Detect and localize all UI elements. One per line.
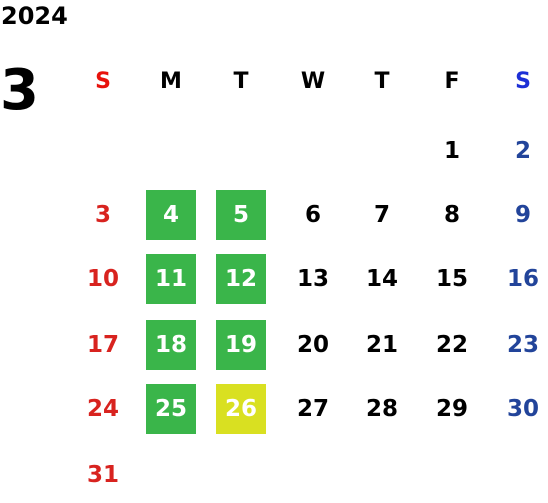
weekday-header: F [444,68,460,94]
day-cell[interactable]: 15 [435,266,468,292]
day-cell[interactable]: 29 [435,396,468,422]
weekday-header: W [300,68,326,94]
weekday-header: S [95,68,111,94]
day-cell[interactable]: 1 [443,138,460,164]
day-cell[interactable]: 20 [296,332,329,358]
day-cell[interactable]: 21 [365,332,398,358]
day-cell[interactable]: 5 [216,190,266,240]
day-cell[interactable]: 4 [146,190,196,240]
day-cell[interactable]: 28 [365,396,398,422]
day-cell[interactable]: 18 [146,320,196,370]
day-cell[interactable]: 10 [86,266,119,292]
day-cell[interactable]: 13 [296,266,329,292]
day-cell[interactable]: 16 [506,266,539,292]
weekday-header: S [515,68,531,94]
weekday-header: T [233,68,249,94]
year-label: 2024 [1,2,68,30]
weekday-header: T [374,68,390,94]
day-cell[interactable]: 11 [146,254,196,304]
day-cell[interactable]: 3 [94,202,111,228]
day-cell[interactable]: 8 [443,202,460,228]
day-cell[interactable]: 2 [514,138,531,164]
day-cell[interactable]: 27 [296,396,329,422]
day-cell[interactable]: 17 [86,332,119,358]
day-cell[interactable]: 6 [304,202,321,228]
day-cell[interactable]: 25 [146,384,196,434]
day-cell[interactable]: 12 [216,254,266,304]
day-cell[interactable]: 30 [506,396,539,422]
day-cell[interactable]: 26 [216,384,266,434]
month-number: 3 [0,58,39,123]
day-cell[interactable]: 22 [435,332,468,358]
day-cell[interactable]: 14 [365,266,398,292]
weekday-header: M [160,68,182,94]
day-cell[interactable]: 23 [506,332,539,358]
day-cell[interactable]: 31 [86,462,119,488]
day-cell[interactable]: 7 [373,202,390,228]
day-cell[interactable]: 24 [86,396,119,422]
day-cell[interactable]: 9 [514,202,531,228]
day-cell[interactable]: 19 [216,320,266,370]
